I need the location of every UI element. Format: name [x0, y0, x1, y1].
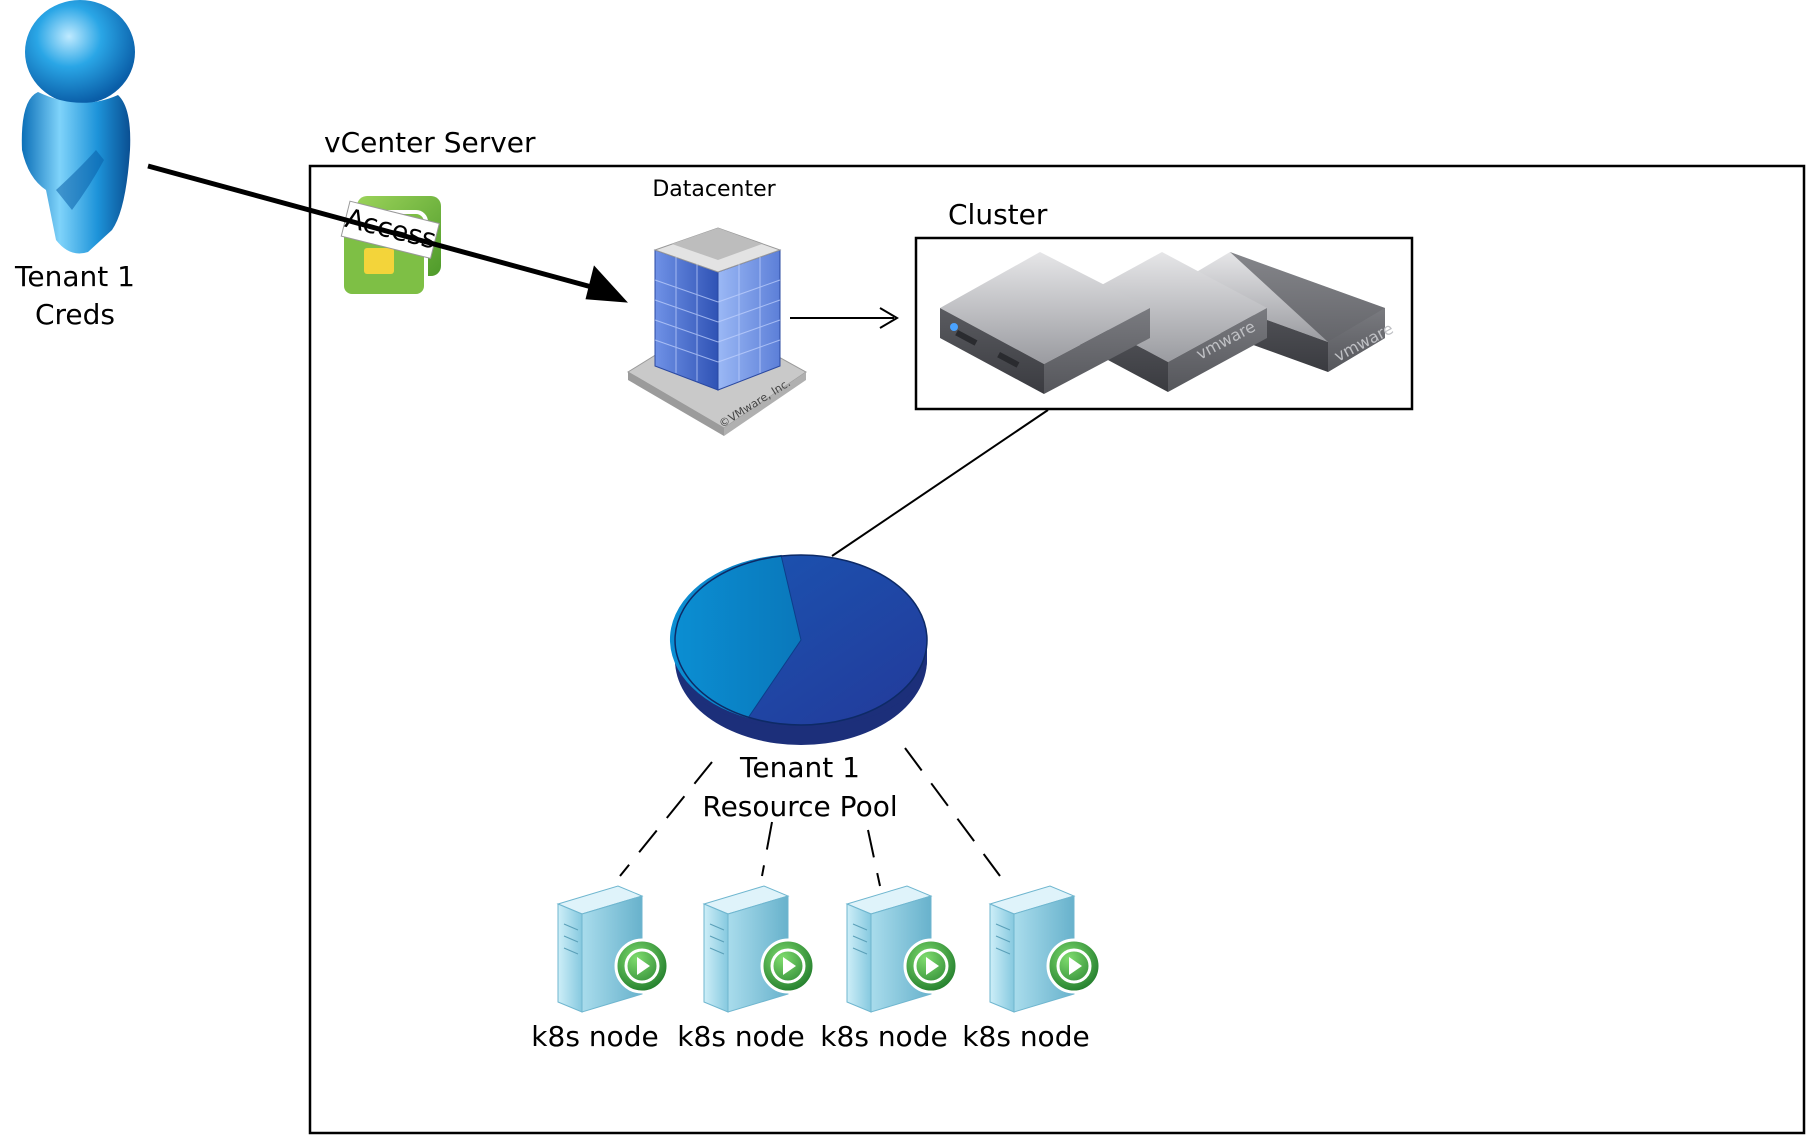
vcenter-boundary [308, 164, 1806, 1135]
host-server-icon-1 [940, 252, 1150, 394]
resource-pool-label: Tenant 1 Resource Pool [680, 748, 920, 826]
cluster-label: Cluster [948, 198, 1048, 231]
datacenter-building-icon [627, 227, 807, 436]
resource-pool-label-line1: Tenant 1 [740, 751, 860, 784]
resource-pool-pie-icon [669, 554, 928, 745]
vm-running-icon-3 [845, 885, 959, 1013]
resource-pool-label-line2: Resource Pool [702, 790, 898, 823]
node-label-2: k8s node [677, 1020, 805, 1053]
vcenter-label: vCenter Server [324, 126, 536, 159]
node-label-1: k8s node [531, 1020, 659, 1053]
vm-running-icon-1 [556, 885, 670, 1013]
pool-to-node-connectors [619, 747, 1001, 887]
vm-running-icon-4 [988, 885, 1102, 1013]
vsphere-access-icon [340, 196, 441, 298]
user-label: Tenant 1 Creds [0, 258, 150, 334]
cluster-boundary [914, 236, 1414, 411]
node-label-4: k8s node [962, 1020, 1090, 1053]
user-figure-icon [21, 0, 135, 254]
access-arrow [147, 163, 628, 303]
user-label-line1: Tenant 1 [15, 260, 135, 293]
cluster-to-pool-line [831, 409, 1049, 557]
datacenter-label: Datacenter [652, 177, 776, 202]
vm-running-icon-2 [702, 885, 816, 1013]
user-label-line2: Creds [34, 298, 116, 331]
datacenter-to-cluster-arrow [790, 307, 899, 329]
node-label-3: k8s node [820, 1020, 948, 1053]
